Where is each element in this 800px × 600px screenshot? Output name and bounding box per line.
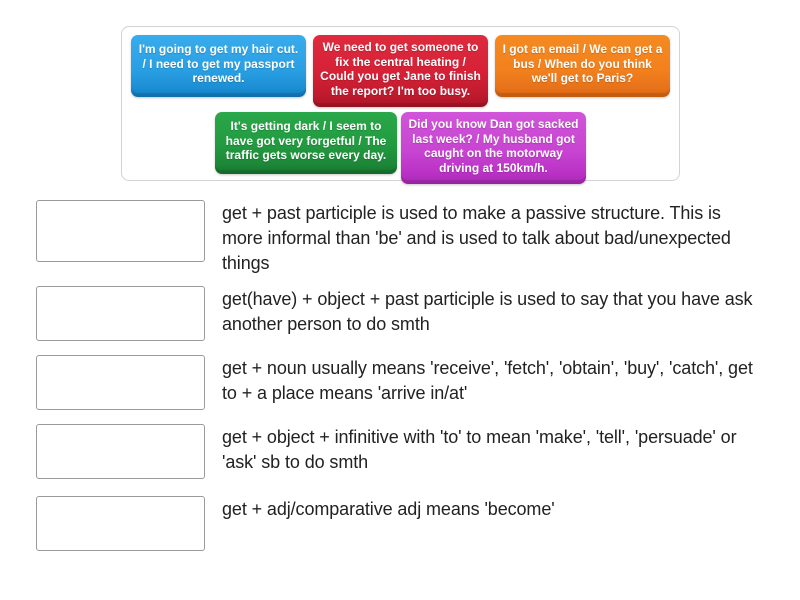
draggable-tile-green[interactable]: It's getting dark / I seem to have got v… — [215, 112, 397, 174]
draggable-tile-orange[interactable]: I got an email / We can get a bus / When… — [495, 35, 670, 97]
definition-row: get + object + infinitive with 'to' to m… — [36, 424, 766, 479]
definition-text-4: get + object + infinitive with 'to' to m… — [222, 427, 737, 472]
definition-row: get + adj/comparative adj means 'become' — [36, 496, 766, 551]
definition-row: get(have) + object + past participle is … — [36, 286, 766, 341]
definition-list: get + past participle is used to make a … — [36, 200, 766, 560]
definition-row: get + noun usually means 'receive', 'fet… — [36, 355, 766, 410]
definition-text-2: get(have) + object + past participle is … — [222, 289, 753, 334]
tile-row-1: I'm going to get my hair cut. / I need t… — [128, 35, 673, 107]
tile-text: Did you know Dan got sacked last week? /… — [408, 117, 579, 175]
dropzone-3[interactable] — [36, 355, 205, 410]
definition-text-3: get + noun usually means 'receive', 'fet… — [222, 358, 753, 403]
definition-text-1: get + past participle is used to make a … — [222, 203, 731, 273]
tile-text: We need to get someone to fix the centra… — [320, 40, 481, 98]
definition-row: get + past participle is used to make a … — [36, 200, 766, 276]
draggable-tile-blue[interactable]: I'm going to get my hair cut. / I need t… — [131, 35, 306, 97]
tile-text: I got an email / We can get a bus / When… — [502, 42, 663, 86]
draggable-tile-red[interactable]: We need to get someone to fix the centra… — [313, 35, 488, 107]
draggable-tile-purple[interactable]: Did you know Dan got sacked last week? /… — [401, 112, 586, 184]
draggable-tiles-panel: I'm going to get my hair cut. / I need t… — [121, 26, 680, 184]
definition-text-5: get + adj/comparative adj means 'become' — [222, 499, 555, 519]
dropzone-2[interactable] — [36, 286, 205, 341]
tile-text: I'm going to get my hair cut. / I need t… — [138, 42, 299, 86]
tile-text: It's getting dark / I seem to have got v… — [225, 119, 387, 163]
dropzone-4[interactable] — [36, 424, 205, 479]
dropzone-1[interactable] — [36, 200, 205, 262]
dropzone-5[interactable] — [36, 496, 205, 551]
tile-row-2: It's getting dark / I seem to have got v… — [128, 112, 673, 184]
